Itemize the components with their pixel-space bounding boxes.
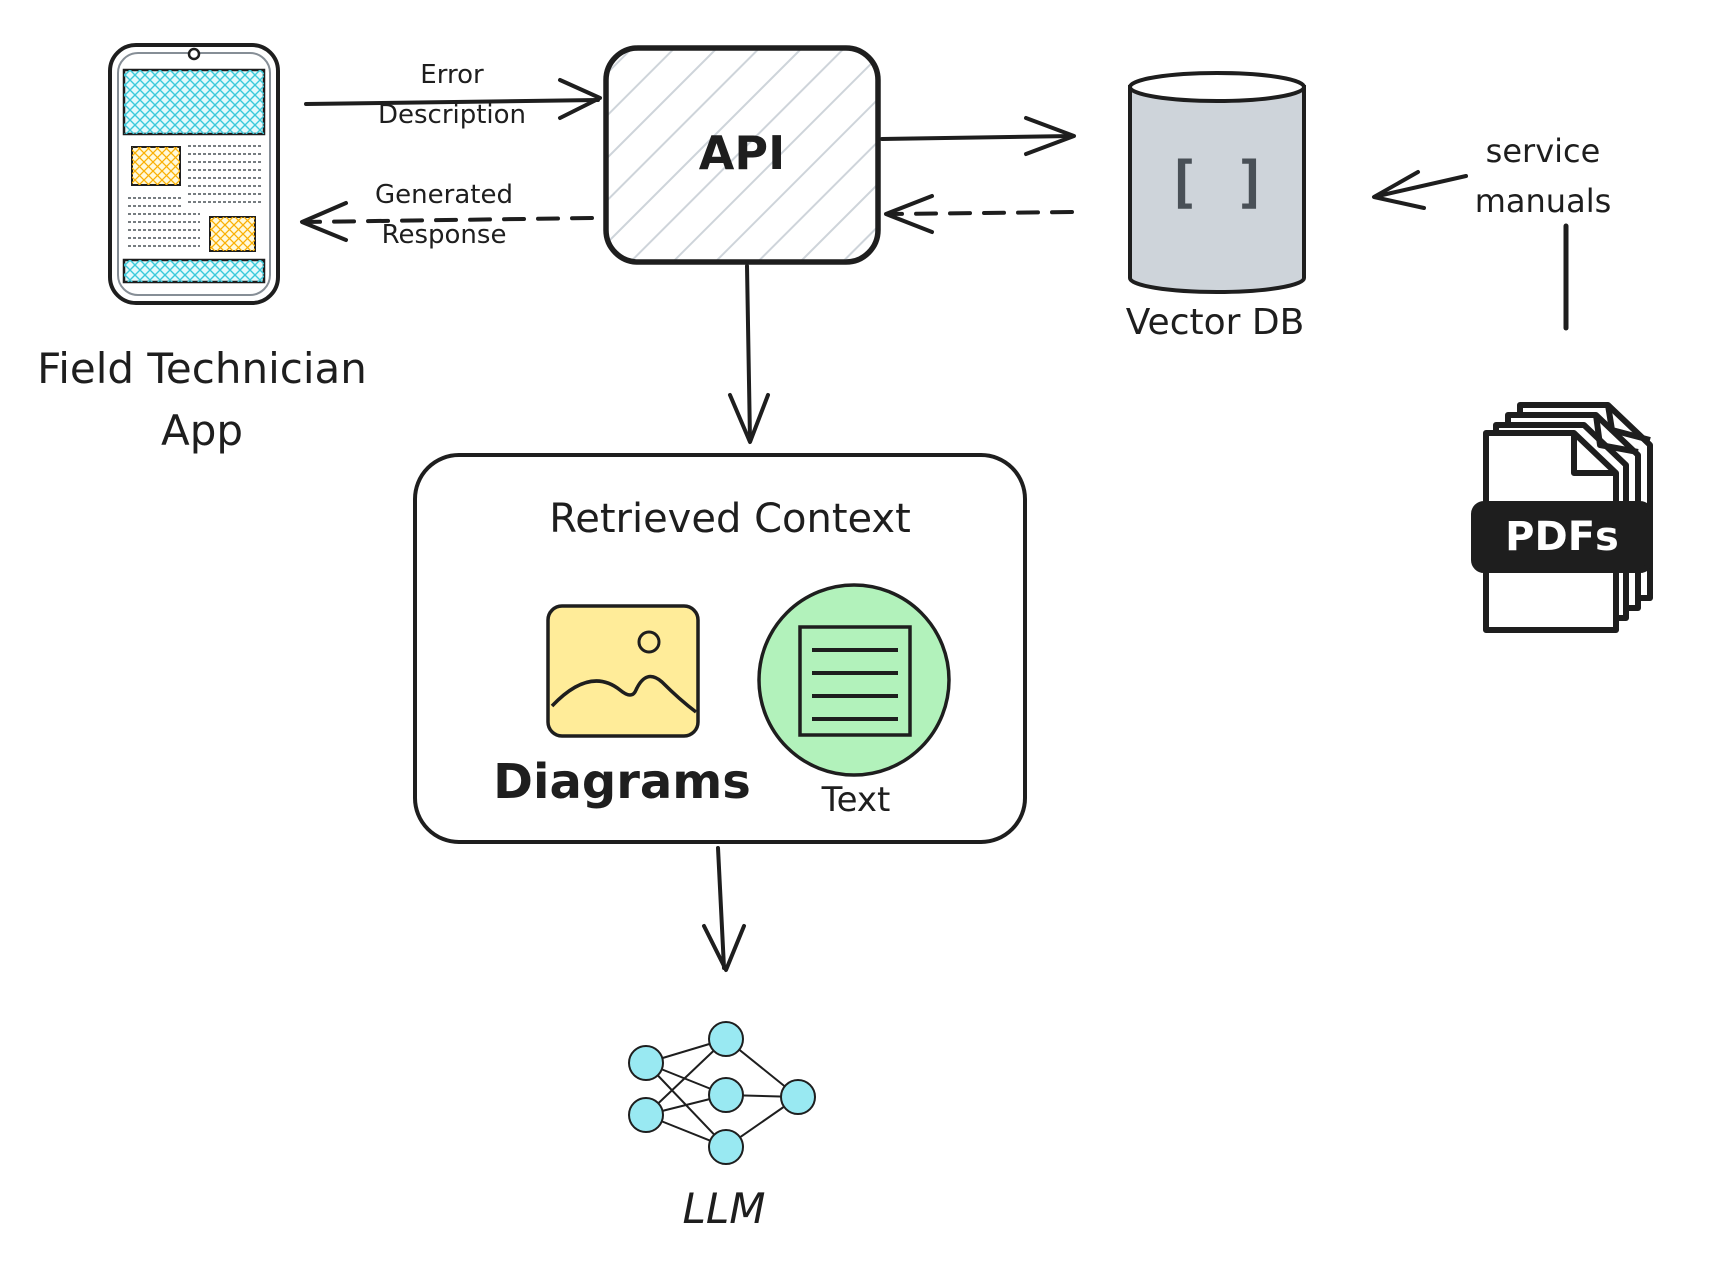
vector-db-label: Vector DB	[1125, 302, 1305, 343]
api-node	[603, 45, 881, 265]
generated-response-line1: Generated	[375, 180, 513, 210]
context-to-llm-arrow	[702, 846, 746, 972]
api-label: API	[698, 126, 786, 180]
document-icon	[757, 583, 951, 777]
text-label: Text	[821, 780, 891, 820]
error-description-label: Error Description	[378, 55, 526, 135]
vector-db-icon-glyph: [ ]	[1166, 150, 1268, 215]
field-technician-app-line2: App	[160, 406, 244, 455]
phone-icon	[108, 43, 280, 305]
api-to-db-arrow	[880, 116, 1076, 156]
pdfs-label: PDFs	[1505, 514, 1619, 560]
field-technician-app-label: Field Technician App	[37, 338, 367, 462]
pdf-stack-icon	[1471, 402, 1653, 633]
db-to-api-arrow	[884, 194, 1074, 234]
retrieved-context-title: Retrieved Context	[549, 496, 911, 542]
api-to-context-arrow	[728, 264, 770, 444]
service-manuals-label: service manuals	[1475, 126, 1612, 226]
error-description-arrow	[304, 78, 602, 120]
generated-response-label: Generated Response	[375, 175, 513, 255]
manuals-to-db-arrow	[1372, 170, 1569, 331]
image-icon	[546, 604, 700, 738]
service-manuals-line1: service	[1485, 132, 1601, 170]
neural-network-icon	[628, 1021, 816, 1165]
llm-label: LLM	[682, 1184, 766, 1233]
database-icon	[1128, 71, 1306, 294]
generated-response-line2: Response	[381, 220, 507, 250]
field-technician-app-line1: Field Technician	[37, 344, 367, 393]
diagrams-label: Diagrams	[493, 754, 751, 810]
generated-response-arrow	[300, 201, 594, 242]
error-description-line2: Description	[377, 100, 527, 130]
service-manuals-line2: manuals	[1474, 182, 1612, 220]
error-description-line1: Error	[420, 60, 484, 90]
